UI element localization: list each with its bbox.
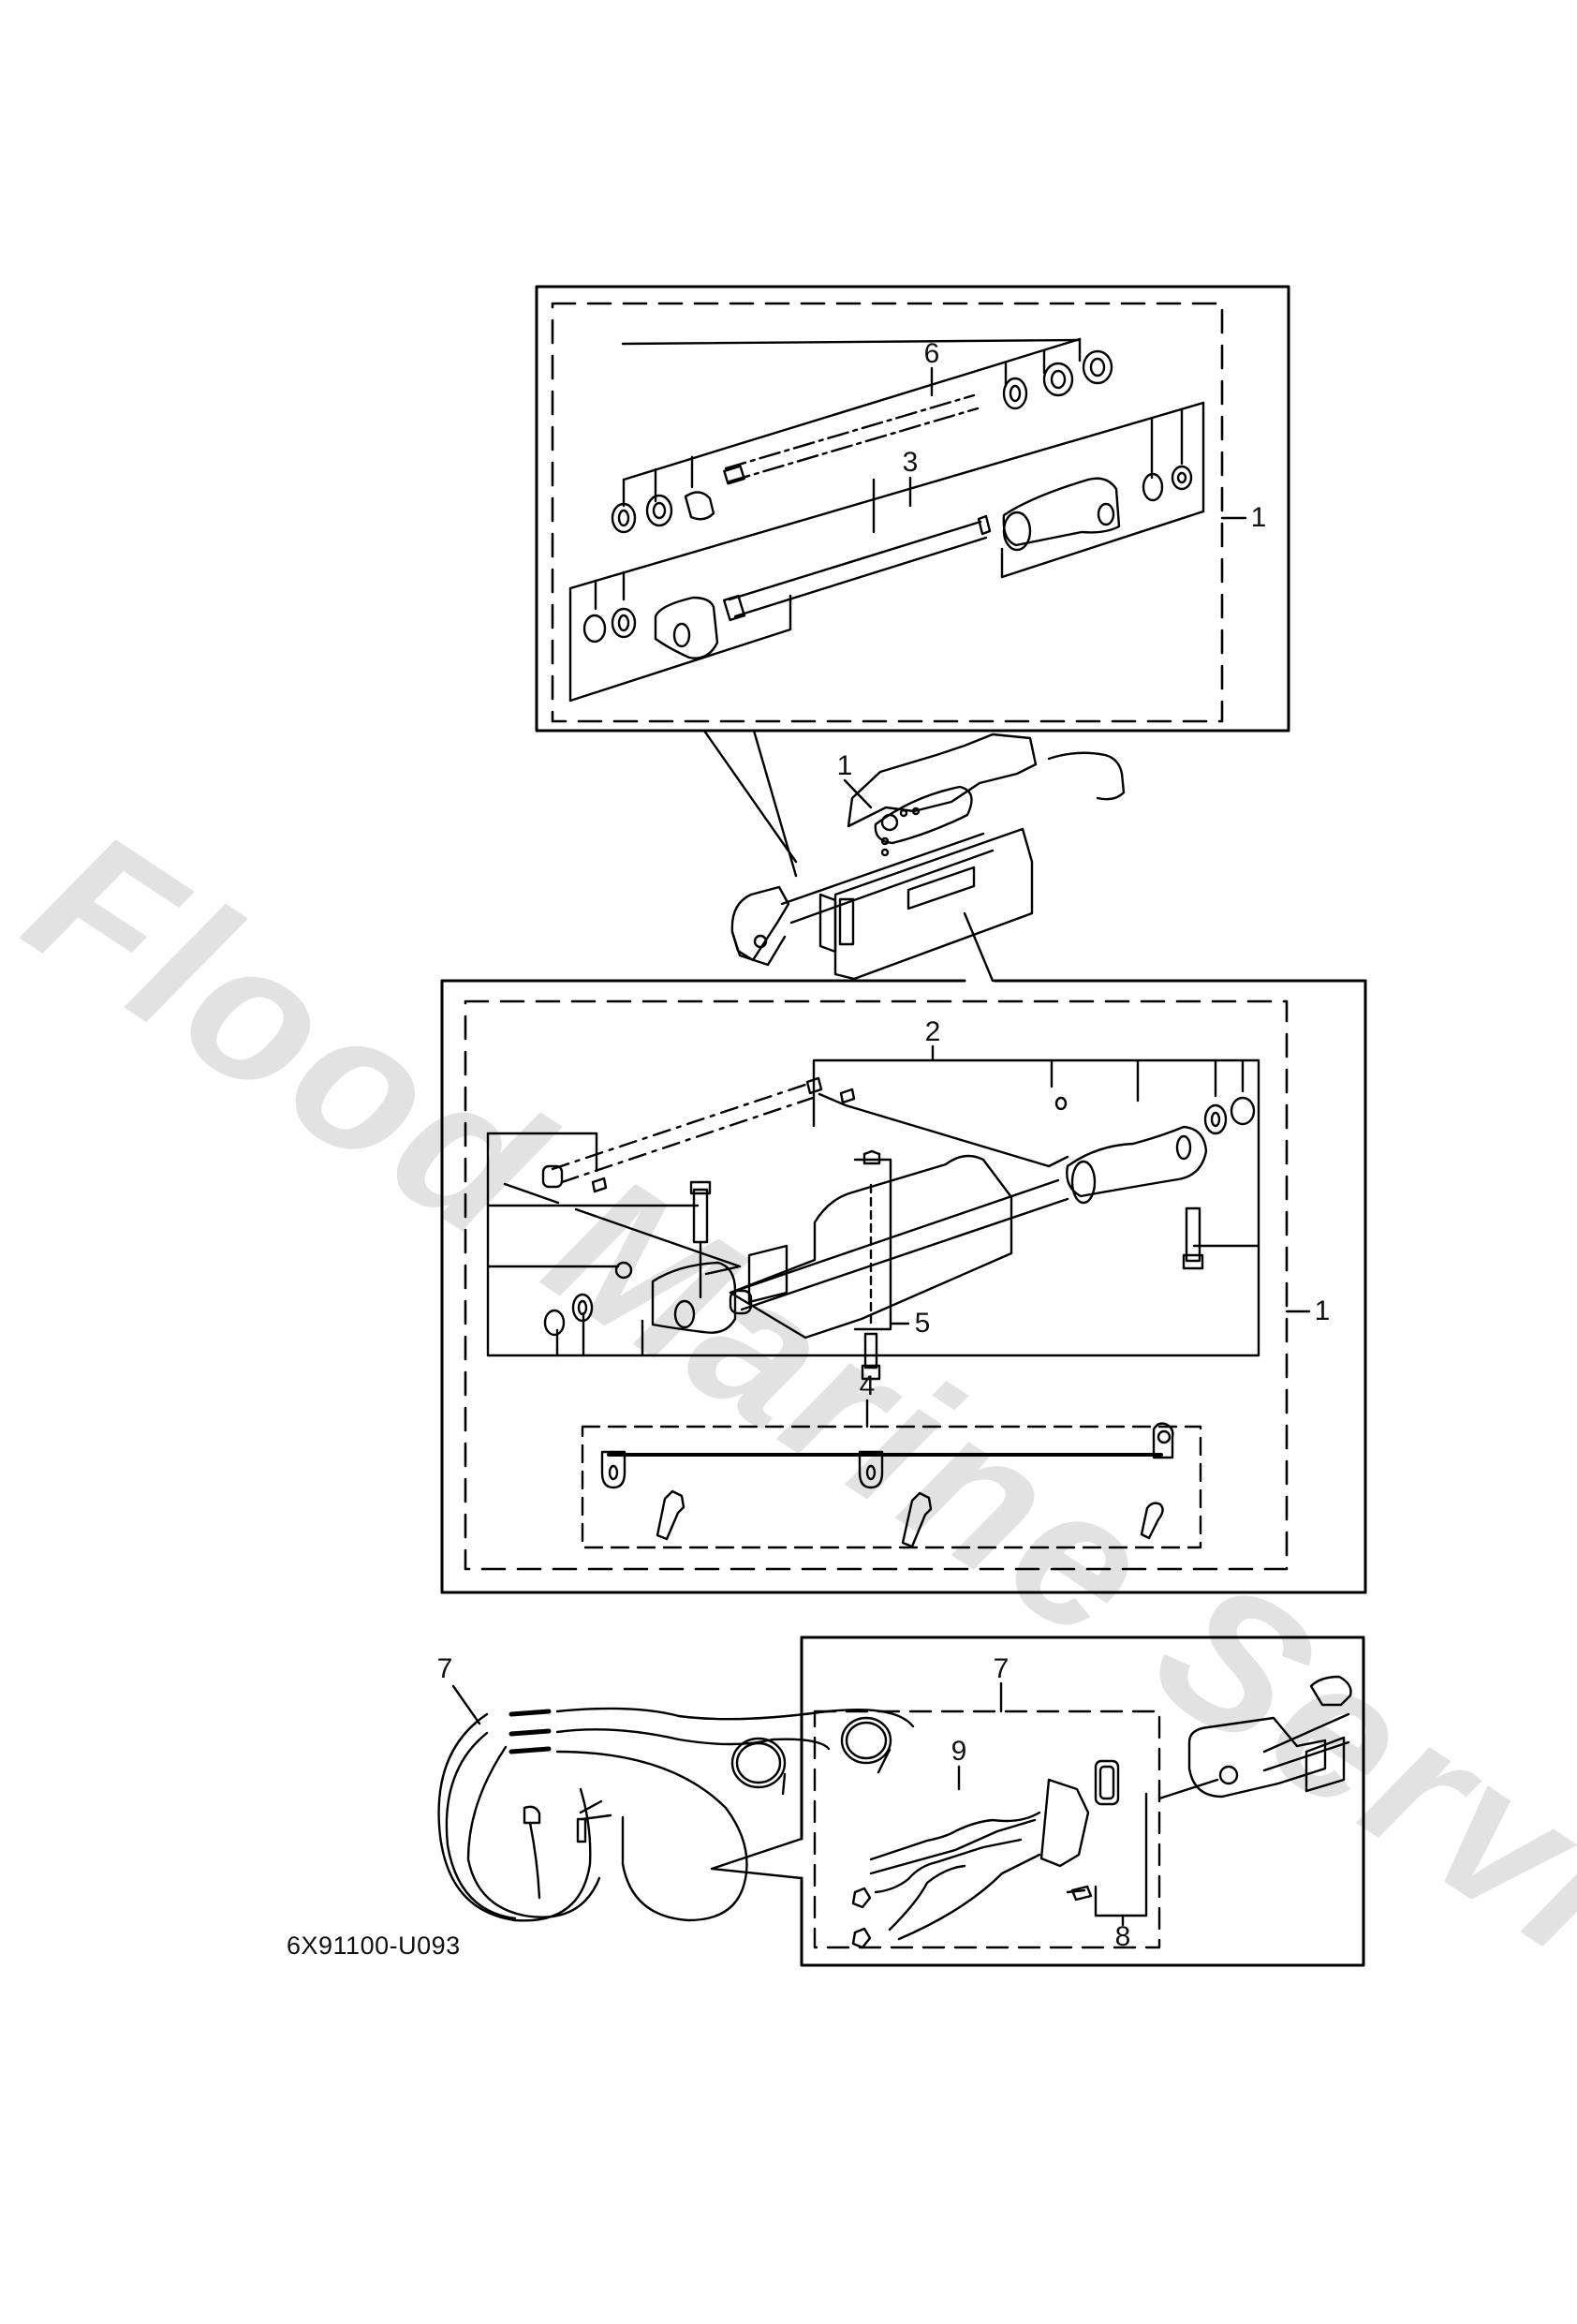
steering-cylinder-assembly — [440, 729, 1367, 983]
callout-label-7: 7 — [993, 1653, 1010, 1684]
diagram-part-code: 6X91100-U093 — [287, 1932, 461, 1960]
callout-label-7: 7 — [436, 1653, 453, 1684]
callout-label-3: 3 — [902, 447, 919, 478]
top-detail-box — [535, 285, 1290, 733]
bottom-detail-box — [800, 1636, 1365, 1967]
callout-label-6: 6 — [923, 338, 940, 369]
callout-label-2: 2 — [924, 1016, 941, 1047]
callout-label-1: 1 — [836, 750, 853, 781]
middle-detail-box — [440, 979, 1367, 1594]
callout-label-4: 4 — [859, 1370, 876, 1401]
callout-label-1: 1 — [1250, 502, 1267, 533]
washer-icon — [611, 502, 637, 534]
callout-label-5: 5 — [914, 1308, 931, 1339]
callout-label-9: 9 — [951, 1736, 967, 1767]
callout-label-8: 8 — [1114, 1921, 1131, 1952]
callout-label-1: 1 — [1314, 1295, 1331, 1326]
wiring-harness — [437, 1684, 915, 1922]
